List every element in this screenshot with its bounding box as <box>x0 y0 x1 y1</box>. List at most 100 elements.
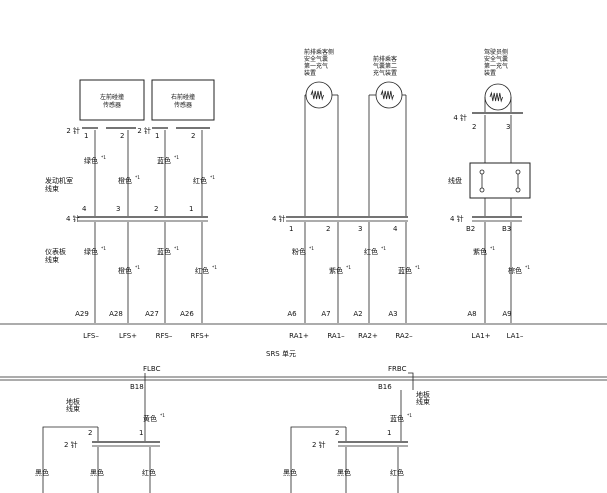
wire-color-label: 黑色 <box>337 468 351 477</box>
harness-label-line2: 线束 <box>416 397 430 406</box>
airbag-label-line1: 前排乘客侧 <box>304 48 334 56</box>
pin-number: 3 <box>506 123 510 131</box>
pin-count-label: 4 针 <box>66 214 80 223</box>
frbc-label: FRBC <box>388 365 407 373</box>
srs-unit: SRS 单元 <box>0 323 607 381</box>
pin-number: B18 <box>130 383 144 391</box>
wire-color-label: 蓝色 <box>398 266 412 275</box>
wire-color-label: 棕色 <box>508 266 522 275</box>
footnote-mark: *1 <box>174 246 179 252</box>
pin-number: 1 <box>189 205 193 213</box>
pin-number: 4 <box>393 225 398 233</box>
wire-color-label: 黑色 <box>35 468 49 477</box>
srs-terminal: A8 <box>467 310 476 318</box>
harness-label-line2: 线束 <box>45 184 59 193</box>
footnote-mark: *1 <box>135 175 140 181</box>
harness-label-line2: 线束 <box>45 255 59 264</box>
pin-number: 2 <box>120 132 124 140</box>
pin-number: B3 <box>502 225 511 233</box>
pin-number: 2 <box>154 205 158 213</box>
srs-terminal: A27 <box>145 310 159 318</box>
wire-color-label: 蓝色 <box>157 247 171 256</box>
srs-signal: LA1– <box>507 332 524 340</box>
pin-count-label: 2 针 <box>64 440 78 449</box>
airbag-label-line4: 装置 <box>304 69 316 77</box>
sensor-label-line1: 左前碰撞 <box>100 93 124 101</box>
srs-terminal: A3 <box>388 310 397 318</box>
footnote-mark: *1 <box>160 413 165 419</box>
footnote-mark: *1 <box>309 246 314 252</box>
pin-number: 1 <box>139 429 143 437</box>
wire-color-label: 红色 <box>193 176 207 185</box>
srs-signal: RA1– <box>327 332 345 340</box>
wire <box>42 426 98 493</box>
srs-signal: RA2– <box>395 332 413 340</box>
pin-number: 2 <box>191 132 195 140</box>
pin-number: 1 <box>155 132 159 140</box>
srs-terminal: A2 <box>353 310 362 318</box>
wire-color-label: 黑色 <box>283 468 297 477</box>
squib-resistor-icon <box>310 89 324 101</box>
harness-label-line1: 发动机室 <box>45 176 73 185</box>
pin-number: 3 <box>358 225 362 233</box>
srs-terminal: A6 <box>287 310 297 318</box>
right-front-impact-sensor: 右前碰撞 传感器 <box>151 79 215 121</box>
harness-label-line2: 线束 <box>66 404 80 413</box>
srs-signal: LFS– <box>83 332 99 340</box>
srs-signal-labels: LFS– LFS+ RFS– RFS+ RA1+ RA1– RA2+ RA2– … <box>83 332 524 340</box>
pin-count-label: 2 针 <box>66 126 80 135</box>
harness-label-line1: 地板 <box>66 397 80 406</box>
pin-number: 2 <box>326 225 330 233</box>
sensor-label-line2: 传感器 <box>103 101 121 109</box>
wire-color-label: 紫色 <box>329 266 343 275</box>
srs-terminal-labels: A29 A28 A27 A26 A6 A7 A2 A3 A8 A9 <box>75 310 511 318</box>
srs-unit-label: SRS 单元 <box>266 349 296 358</box>
footnote-mark: *1 <box>135 265 140 271</box>
footnote-mark: *1 <box>415 265 420 271</box>
wire-color-label: 绿色 <box>84 247 98 256</box>
clockspring-label: 线盘 <box>448 176 462 185</box>
footnote-mark: *1 <box>174 155 179 161</box>
squib-resistor-icon <box>380 89 394 101</box>
srs-terminal: A26 <box>180 310 194 318</box>
srs-signal: RFS– <box>156 332 173 340</box>
srs-terminal: A29 <box>75 310 89 318</box>
wire-color-label: 红色 <box>142 468 156 477</box>
wire-color-label: 蓝色 <box>390 414 404 423</box>
harness-label-line1: 仪表板 <box>45 247 66 256</box>
airbag-label-line3: 第一充气 <box>304 62 328 70</box>
footnote-mark: *1 <box>407 413 412 419</box>
pin-count-label: 4 针 <box>272 214 286 223</box>
wire-color-label: 橙色 <box>118 176 132 185</box>
passenger-airbag-first-inflator: 前排乘客侧 安全气囊 第一充气 装置 <box>304 48 334 109</box>
footnote-mark: *1 <box>210 175 215 181</box>
flbc-label: FLBC <box>143 365 161 373</box>
airbag-label-line2: 安全气囊 <box>304 55 328 63</box>
srs-terminal: A9 <box>502 310 511 318</box>
sensor-label-line1: 右前碰撞 <box>171 93 195 101</box>
pin-number: 1 <box>387 429 391 437</box>
airbag-label-line3: 充气装置 <box>373 69 397 77</box>
srs-signal: LA1+ <box>471 332 490 340</box>
footnote-mark: *1 <box>101 155 106 161</box>
clockspring: 线盘 <box>448 162 531 199</box>
footnote-mark: *1 <box>490 246 495 252</box>
pin-number: 3 <box>116 205 120 213</box>
pin-number: B16 <box>378 383 392 391</box>
wire-color-label: 绿色 <box>84 156 98 165</box>
pin-number: 1 <box>84 132 88 140</box>
wire-color-label: 黄色 <box>143 414 157 423</box>
wire-color-label: 红色 <box>195 266 209 275</box>
harness-label-line1: 地板 <box>416 390 430 399</box>
footnote-mark: *1 <box>101 246 106 252</box>
footnote-mark: *1 <box>381 246 386 252</box>
left-front-impact-sensor: 左前碰撞 传感器 <box>79 79 145 121</box>
pin-number: 2 <box>335 429 339 437</box>
srs-signal: RA1+ <box>289 332 309 340</box>
driver-airbag-first-inflator: 驾驶员侧 安全气囊 第一充气 装置 <box>484 48 512 111</box>
squib-resistor-icon <box>489 91 503 103</box>
wire <box>290 426 346 493</box>
wire-color-label: 蓝色 <box>157 156 171 165</box>
pin-number: 2 <box>88 429 92 437</box>
